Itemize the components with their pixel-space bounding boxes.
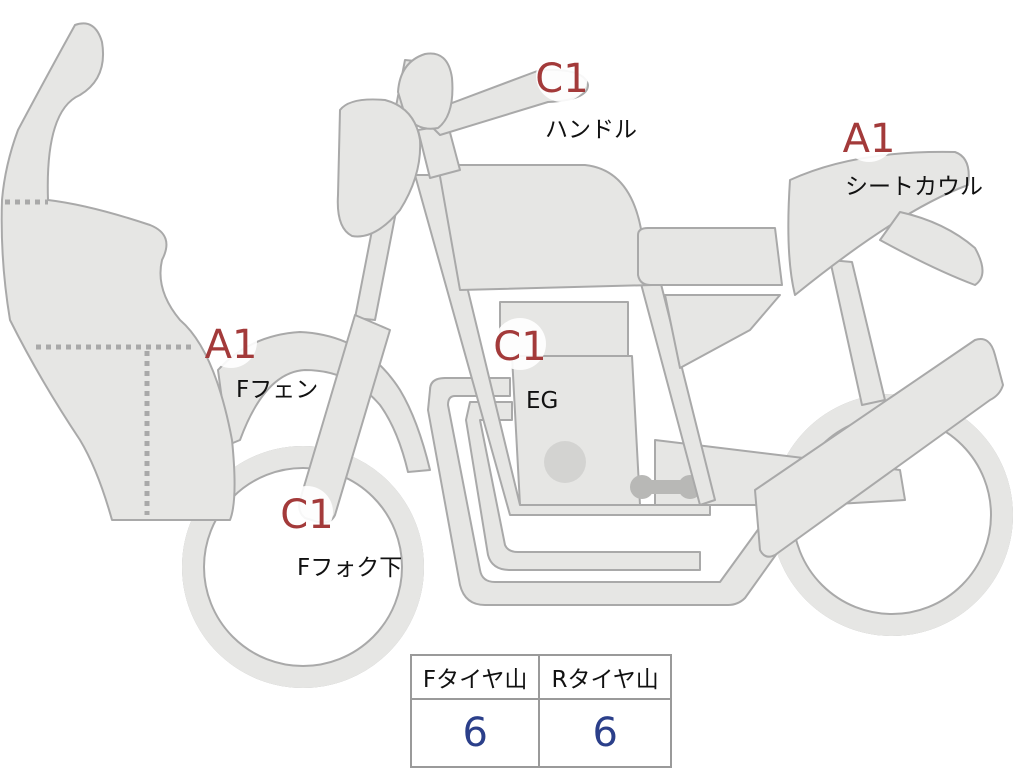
annotation-seat-cowl: A1 シートカウル [843, 110, 983, 200]
annotation-f-fender: A1 Fフェン [205, 316, 318, 403]
grade-seat-cowl: A1 [843, 116, 896, 162]
label-engine: EG [526, 388, 558, 414]
tire-table-value-row: 6 6 [409, 698, 672, 768]
engine-cover-icon [544, 441, 586, 483]
headlight [336, 98, 422, 238]
grade-f-fork-lower: C1 [280, 492, 333, 538]
front-cowl [0, 22, 236, 521]
front-tire-value: 6 [409, 698, 541, 768]
label-handle: ハンドル [545, 117, 637, 143]
annotation-f-fork-lower: C1 Fフォク下 [280, 486, 402, 581]
rear-frame [829, 259, 886, 406]
rear-tire-value: 6 [538, 698, 672, 768]
mirror [397, 52, 454, 130]
label-f-fender: Fフェン [236, 377, 318, 403]
exhaust-pipe-outer [427, 377, 791, 606]
side-cover [664, 294, 781, 369]
tire-table-header-row: Fタイヤ山 Rタイヤ山 [409, 654, 672, 700]
front-tire-header: Fタイヤ山 [409, 654, 541, 700]
grade-handle: C1 [535, 56, 588, 102]
tire-tread-table: Fタイヤ山 Rタイヤ山 6 6 [409, 654, 672, 768]
annotation-handle: C1 ハンドル [535, 50, 637, 143]
annotation-engine: C1 EG [493, 318, 558, 414]
seat [637, 227, 783, 286]
label-seat-cowl: シートカウル [845, 174, 983, 200]
label-f-fork-lower: Fフォク下 [297, 555, 402, 581]
muffler [754, 338, 1004, 558]
grade-engine: C1 [493, 324, 546, 370]
tail-cowl [879, 211, 984, 286]
rear-tire-header: Rタイヤ山 [538, 654, 672, 700]
grade-f-fender: A1 [205, 322, 258, 368]
engine-case [511, 355, 641, 506]
fuel-tank [437, 164, 653, 291]
front-wheel [182, 446, 424, 688]
